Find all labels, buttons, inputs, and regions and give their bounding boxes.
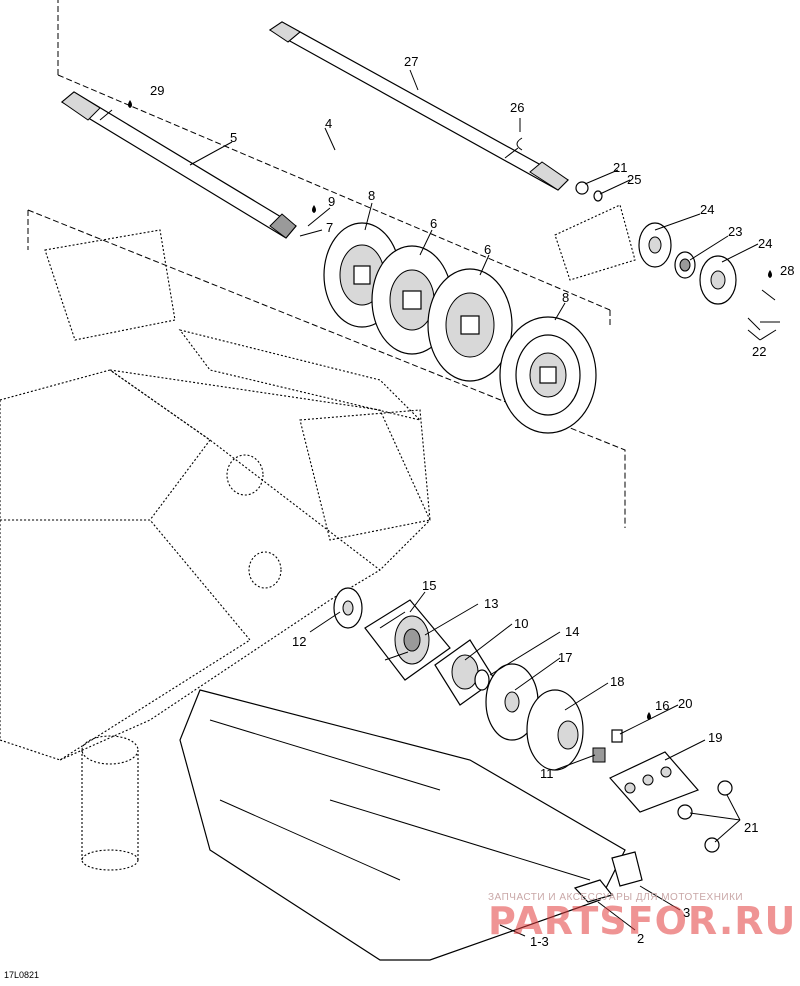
drop-icon-28 <box>768 270 772 278</box>
callout-21-top: 21 <box>613 160 627 175</box>
bearing-housing-13[interactable] <box>364 599 451 681</box>
bracket-plate[interactable] <box>554 204 636 281</box>
callout-21-bottom: 21 <box>744 820 758 835</box>
leader-lines <box>189 69 777 937</box>
callout-6-right: 6 <box>484 242 491 257</box>
oring-25[interactable] <box>593 190 603 202</box>
flange-24b[interactable] <box>699 255 737 305</box>
callout-25: 25 <box>627 172 641 187</box>
shaft-27[interactable] <box>268 21 569 191</box>
callout-19: 19 <box>708 730 722 745</box>
callout-4: 4 <box>325 116 332 131</box>
callout-15: 15 <box>422 578 436 593</box>
callout-8-right: 8 <box>562 290 569 305</box>
callout-13: 13 <box>484 596 498 611</box>
drop-icon-9 <box>312 205 316 213</box>
fitting-11[interactable] <box>592 747 606 763</box>
drop-icon-20 <box>647 712 651 720</box>
assembly-frame-lines <box>27 0 626 528</box>
callout-28: 28 <box>780 263 794 278</box>
hub-18[interactable] <box>526 689 584 771</box>
bracket-19[interactable] <box>609 751 700 813</box>
callout-29: 29 <box>150 83 164 98</box>
callout-3: 3 <box>683 905 690 920</box>
callout-22: 22 <box>752 344 766 359</box>
track-1-3[interactable] <box>179 689 626 961</box>
callout-1-3: 1-3 <box>530 934 549 949</box>
watermark: ЗАПЧАСТИ И АКСЕССУАРЫ ДЛЯ МОТОТЕХНИКИ PA… <box>488 892 800 943</box>
nuts-21-lower[interactable] <box>677 780 733 853</box>
callout-8-left: 8 <box>368 188 375 203</box>
callout-24-right: 24 <box>758 236 772 251</box>
nut-21-top[interactable] <box>575 181 589 195</box>
callout-11: 11 <box>540 766 554 781</box>
callout-labels: 27 29 26 5 4 21 25 9 8 24 7 6 23 24 6 28… <box>150 54 794 949</box>
callout-10: 10 <box>514 616 528 631</box>
washer-12[interactable] <box>333 587 363 629</box>
flange-24a[interactable] <box>638 222 672 268</box>
callout-27: 27 <box>404 54 418 69</box>
callout-24-top: 24 <box>700 202 714 217</box>
callout-12: 12 <box>292 634 306 649</box>
callout-7: 7 <box>326 220 333 235</box>
callout-20: 20 <box>678 696 692 711</box>
drop-icon-29 <box>128 100 132 108</box>
sprocket-8-right[interactable] <box>499 316 597 434</box>
callout-18: 18 <box>610 674 624 689</box>
callout-26: 26 <box>510 100 524 115</box>
clip-3[interactable] <box>611 851 643 887</box>
callout-16: 16 <box>655 698 669 713</box>
bearing-23[interactable] <box>674 251 696 279</box>
shaft-5[interactable] <box>60 91 297 239</box>
callout-2: 2 <box>637 931 644 946</box>
callout-9: 9 <box>328 194 335 209</box>
studs-15[interactable] <box>379 611 409 661</box>
callout-6-left: 6 <box>430 216 437 231</box>
watermark-subtitle: ЗАПЧАСТИ И АКСЕССУАРЫ ДЛЯ МОТОТЕХНИКИ <box>488 892 744 903</box>
oring-14[interactable] <box>474 669 490 691</box>
callout-17: 17 <box>558 650 572 665</box>
callout-23: 23 <box>728 224 742 239</box>
bolts-22[interactable] <box>747 289 780 331</box>
clip-2[interactable] <box>573 879 614 903</box>
sprocket-6-right[interactable] <box>427 268 513 382</box>
grease-drop-icons <box>128 100 772 720</box>
circlip-26[interactable] <box>516 137 523 151</box>
watermark-brand: PARTSFOR.RU <box>488 899 797 943</box>
callout-5: 5 <box>230 130 237 145</box>
callout-14: 14 <box>565 624 579 639</box>
chassis-frame-dashed <box>0 229 431 761</box>
frame-post <box>81 735 139 871</box>
diagram-reference-code: 17L0821 <box>4 970 40 980</box>
fitting-16[interactable] <box>611 729 623 743</box>
